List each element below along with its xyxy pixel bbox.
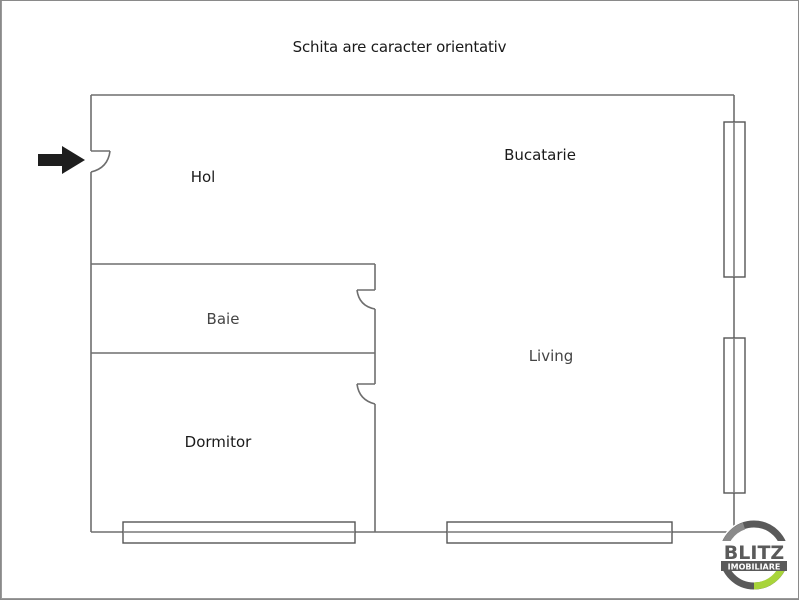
blitz-imobiliare-logo: BLITZ IMOBILIARE bbox=[718, 519, 790, 591]
logo-subtitle-text: IMOBILIARE bbox=[728, 563, 781, 572]
room-label-bucatarie: Bucatarie bbox=[504, 146, 576, 164]
room-label-living: Living bbox=[528, 347, 574, 365]
entrance-arrow-icon bbox=[38, 146, 85, 174]
interior-walls bbox=[91, 263, 376, 532]
outer-walls bbox=[90, 94, 735, 533]
bathroom-door bbox=[356, 289, 376, 310]
room-label-dormitor: Dormitor bbox=[184, 433, 252, 451]
entrance-door bbox=[90, 150, 111, 173]
bedroom-door bbox=[356, 383, 376, 405]
room-label-baie: Baie bbox=[206, 310, 240, 328]
sketch-disclaimer-title: Schita are caracter orientativ bbox=[292, 38, 507, 56]
logo-brand-text: BLITZ bbox=[724, 542, 784, 564]
room-label-hol: Hol bbox=[190, 168, 216, 186]
